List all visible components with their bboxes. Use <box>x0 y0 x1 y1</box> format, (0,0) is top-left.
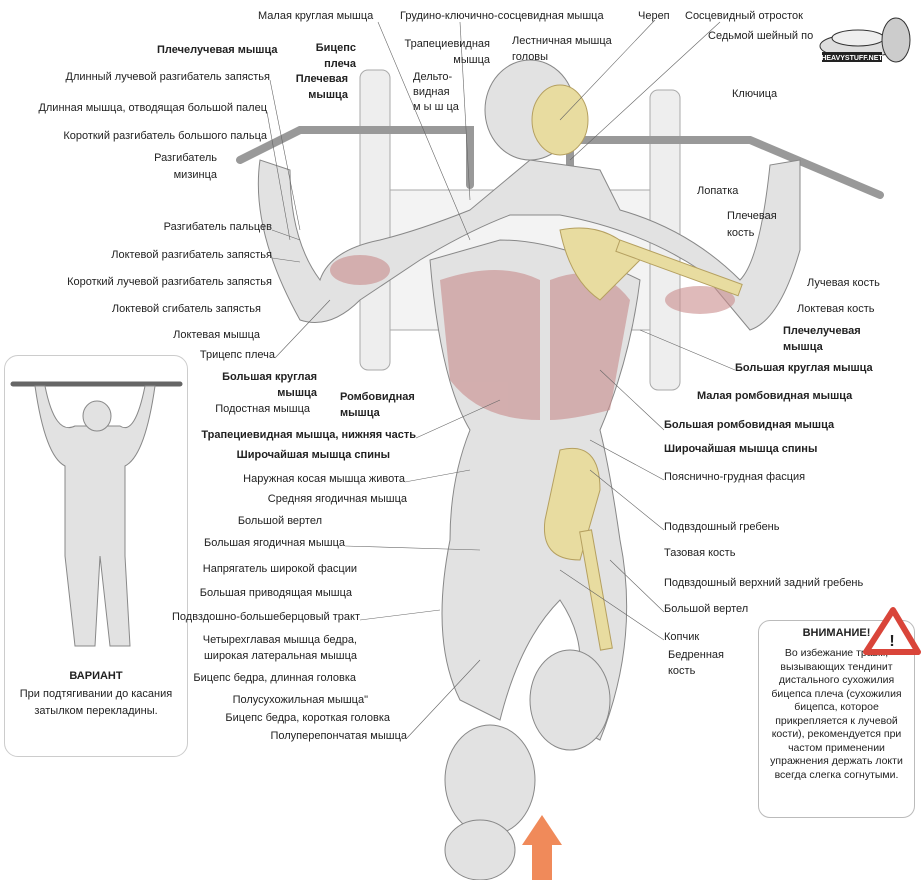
label: Широчайшая мышца спины <box>664 443 818 455</box>
label: Большой вертел <box>237 515 322 527</box>
label: Подостная мышца <box>215 403 310 415</box>
variant-text: При подтягивании до касания затылком пер… <box>19 688 173 717</box>
label: Локтевой сгибатель запястья <box>111 303 261 315</box>
label: Тазовая кость <box>664 547 736 559</box>
label: Дельто- видная м ы ш ца <box>413 71 459 113</box>
warning-text: Во избежание травм, вызывающих тендинит … <box>770 647 903 781</box>
label: Четырехглавая мышца бедра, широкая латер… <box>202 634 357 662</box>
label: Короткий лучевой разгибатель запястья <box>67 276 272 288</box>
label: Большая круглая мышца <box>735 362 873 374</box>
label: Длинная мышца, отводящая большой палец <box>38 102 267 114</box>
label: Разгибатель пальцев <box>163 221 272 233</box>
label: Средняя ягодичная мышца <box>267 493 407 505</box>
label: Бицепс бедра, длинная головка <box>193 672 356 684</box>
label: Бедренная кость <box>668 649 724 677</box>
label: Плечелучевая мышца <box>157 44 278 56</box>
label: Бицепс бедра, короткая головка <box>225 712 390 724</box>
label: Полуперепончатая мышца <box>270 730 407 742</box>
label: Разгибатель мизинца <box>154 152 217 181</box>
label: Ромбовидная мышца <box>340 391 415 419</box>
label: Седьмой шейный по <box>708 30 814 42</box>
label: Трапециевидная мышца <box>404 38 490 66</box>
warning-triangle-icon: ! <box>863 607 921 655</box>
label: Широчайшая мышца спины <box>236 449 390 461</box>
label: Сосцевидный отросток <box>685 10 803 22</box>
variant-illustration <box>10 381 183 647</box>
label: Большая приводящая мышца <box>199 587 352 599</box>
label: Плечелучевая мышца <box>783 325 861 353</box>
label: Грудино-ключично-сосцевидная мышца <box>400 10 604 22</box>
label: Полусухожильная мышца" <box>232 694 368 706</box>
label: Плечевая мышца <box>295 73 348 101</box>
variant-inset: ВАРИАНТ При подтягивании до касания заты… <box>4 355 188 757</box>
variant-title: ВАРИАНТ <box>69 670 123 682</box>
label: Длинный лучевой разгибатель запястья <box>65 71 270 83</box>
warning-title: ВНИМАНИЕ! <box>802 627 871 639</box>
label: Локтевой разгибатель запястья <box>111 249 272 261</box>
label: Локтевая мышца <box>173 329 260 341</box>
label: Трапециевидная мышца, нижняя часть <box>201 429 416 441</box>
label: Наружная косая мышца живота <box>243 473 405 485</box>
label: Подвздошно-большеберцовый тракт <box>172 611 360 623</box>
label: Трицепс плеча <box>199 349 275 361</box>
label: Плечевая кость <box>727 210 777 239</box>
label: Пояснично-грудная фасция <box>664 471 806 483</box>
label: Короткий разгибатель большого пальца <box>63 130 267 142</box>
label: Подвздошный гребень <box>664 521 780 533</box>
svg-text:HEAVYSTUFF.NET: HEAVYSTUFF.NET <box>821 55 883 62</box>
label: Большой вертел <box>664 603 749 615</box>
label: Лопатка <box>697 185 739 197</box>
svg-text:!: ! <box>889 633 894 650</box>
label: Напрягатель широкой фасции <box>202 563 357 575</box>
label: Малая ромбовидная мышца <box>697 390 853 402</box>
label: Малая круглая мышца <box>258 10 374 22</box>
label: Подвздошный верхний задний гребень <box>664 577 864 589</box>
label: Лестничная мышца головы <box>512 35 612 63</box>
label: Череп <box>638 10 670 22</box>
label: Бицепс плеча <box>315 42 356 70</box>
label: Ключица <box>732 88 778 100</box>
label: Копчик <box>664 631 700 643</box>
label: Большая круглая мышца <box>222 371 317 399</box>
label: Большая ягодичная мышца <box>203 537 345 549</box>
heavystuff-logo: HEAVYSTUFF.NET <box>819 17 911 63</box>
label: Большая ромбовидная мышца <box>664 419 835 431</box>
label: Лучевая кость <box>807 277 880 289</box>
up-arrow-icon <box>522 815 562 880</box>
label: Локтевая кость <box>797 303 875 315</box>
